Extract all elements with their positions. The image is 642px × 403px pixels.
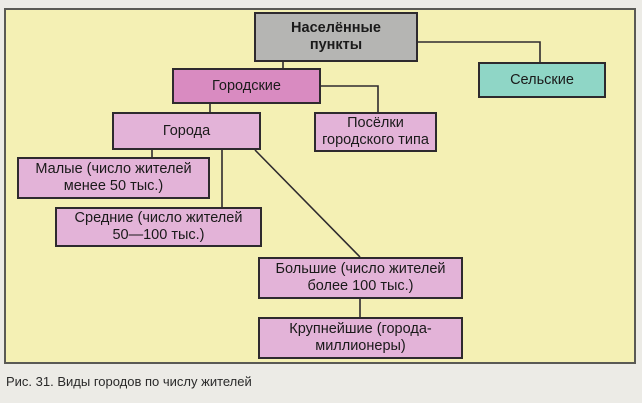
node-rural: Сельские: [478, 62, 606, 98]
node-urban-type-settlements: Посёлки городского типа: [314, 112, 437, 152]
line-root-rural: [418, 41, 541, 62]
node-largest-cities: Крупнейшие (города- миллионеры): [258, 317, 463, 359]
node-large-cities: Большие (число жителей более 100 тыс.): [258, 257, 463, 299]
line-urban-settlements: [321, 85, 379, 112]
node-cities: Города: [112, 112, 261, 150]
line-cities-large: [254, 149, 361, 258]
node-settlements-root: Населённые пункты: [254, 12, 418, 62]
figure-caption: Рис. 31. Виды городов по числу жителей: [6, 374, 252, 389]
node-small-cities: Малые (число жителей менее 50 тыс.): [17, 157, 210, 199]
node-medium-cities: Средние (число жителей 50—100 тыс.): [55, 207, 262, 247]
node-urban: Городские: [172, 68, 321, 104]
